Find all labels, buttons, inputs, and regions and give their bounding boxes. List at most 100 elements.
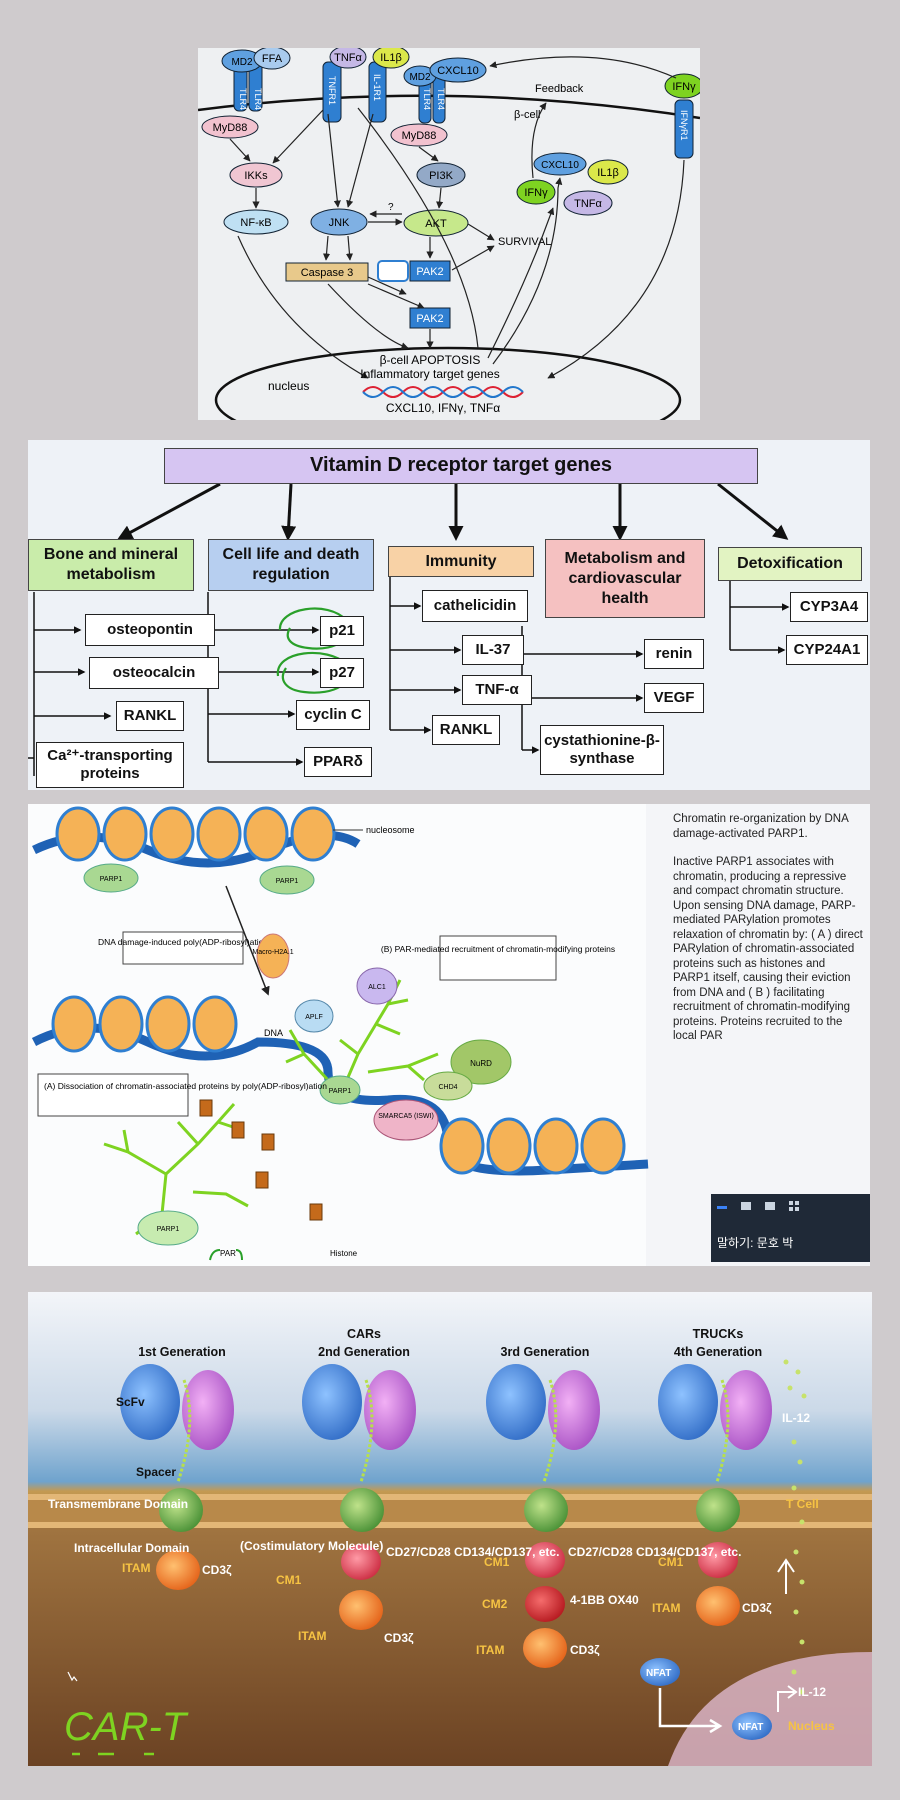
vdr-title: Vitamin D receptor target genes — [164, 448, 758, 484]
gene-rankl-immunity: RANKL — [432, 715, 500, 745]
gene-p21: p21 — [320, 616, 364, 646]
car-gen1 — [120, 1364, 234, 1590]
svg-text:TLR4: TLR4 — [422, 88, 432, 110]
a-box-label: (A) Dissociation of chromatin-associated… — [44, 1081, 327, 1091]
ffa-label: FFA — [262, 53, 283, 65]
car-gen3 — [486, 1364, 600, 1668]
cd27-gen2: CD27/CD28 CD134/CD137, etc. — [386, 1545, 559, 1559]
cxcl10-ligand: CXCL10 — [437, 65, 479, 77]
cars-group-heading: CARs — [347, 1327, 381, 1341]
dna-helix-icon — [362, 386, 524, 398]
cat-cell-life: Cell life and death regulation — [208, 539, 374, 591]
svg-text:TLR4: TLR4 — [253, 88, 263, 110]
cat-immunity: Immunity — [388, 546, 534, 577]
bb41-gen3: 4-1BB OX40 — [570, 1593, 639, 1607]
nucleosome-row-middle — [51, 995, 626, 1175]
car-gen2 — [302, 1364, 416, 1630]
cat-bone: Bone and mineral metabolism — [28, 539, 194, 591]
itam-gen4: ITAM — [652, 1601, 680, 1615]
spacer-label: Spacer — [136, 1465, 176, 1479]
tm-domain-label: Transmembrane Domain — [48, 1497, 188, 1511]
par-label: PAR — [220, 1249, 236, 1258]
md2-label: MD2 — [231, 57, 253, 68]
gene-osteopontin: osteopontin — [85, 614, 215, 646]
cat-metabolism: Metabolism and cardiovascular health — [545, 539, 705, 618]
cm1-gen2: CM1 — [276, 1573, 302, 1587]
gen2-heading: 2nd Generation — [318, 1345, 410, 1359]
beta-cell-signaling-panel: TLR4 TLR4 MD2 FFA TNFR1 TNFα IL-1R1 IL1β… — [198, 48, 700, 420]
dna-label: DNA — [264, 1028, 283, 1038]
nucleus-label: nucleus — [268, 379, 309, 393]
survival-label: SURVIVAL — [498, 236, 551, 248]
il12-secretion-dots — [783, 1359, 807, 1695]
tnfa-ligand: TNFα — [334, 52, 362, 64]
cm1-gen3: CM1 — [484, 1555, 510, 1569]
gene-cyp24a1: CYP24A1 — [786, 635, 868, 665]
speaker-label: 말하기: 문호 박 — [717, 1236, 794, 1250]
costim-label: (Costimulatory Molecule) — [240, 1539, 383, 1553]
feedback-label: Feedback — [535, 83, 584, 95]
myd88-right: MyD88 — [402, 130, 437, 142]
il12-nucleus-label: IL-12 — [798, 1685, 826, 1699]
scfv-label: ScFv — [116, 1395, 145, 1409]
beta-cell-label: β-cell — [514, 109, 541, 121]
car-t-panel: 1st Generation CARs 2nd Generation 3rd G… — [28, 1292, 872, 1766]
jnk-node: JNK — [329, 217, 350, 229]
histone-label: Histone — [330, 1249, 358, 1258]
nucleosome-label: nucleosome — [366, 825, 415, 835]
itam-gen1: ITAM — [122, 1561, 150, 1575]
il12-secreted-label: IL-12 — [782, 1411, 810, 1425]
nfat-nucleus-label: NFAT — [738, 1722, 763, 1733]
parp1-released: PARP1 — [157, 1226, 180, 1233]
vdr-target-genes-panel: Vitamin D receptor target genes Bone and… — [28, 440, 870, 790]
ikks-node: IKKs — [244, 170, 268, 182]
chd4-protein: CHD4 — [438, 1084, 457, 1091]
nucleosome-row-top — [55, 806, 336, 862]
svg-text:TNFα: TNFα — [574, 198, 602, 210]
svg-text:IFNγ: IFNγ — [524, 187, 548, 199]
gene-cyp3a4: CYP3A4 — [790, 592, 868, 622]
parp1-chromatin-panel: nucleosome PARP1 PARP1 DNA damage-induce… — [28, 804, 870, 1266]
nfat-label: NFAT — [646, 1668, 671, 1679]
svg-text:TLR4: TLR4 — [238, 88, 248, 110]
gene-vegf: VEGF — [644, 683, 704, 713]
tcell-label: T Cell — [786, 1497, 819, 1511]
cd3z-gen1: CD3ζ — [202, 1563, 232, 1577]
il1b-ligand: IL1β — [380, 52, 402, 64]
cm1-gen4: CM1 — [658, 1555, 684, 1569]
svg-text:TNFR1: TNFR1 — [327, 76, 337, 105]
gen1-heading: 1st Generation — [138, 1345, 226, 1359]
pak2-node: PAK2 — [416, 266, 443, 278]
b-box-label: (B) PAR-mediated recruitment of chromati… — [381, 944, 615, 954]
gene-tnfa: TNF-α — [462, 675, 532, 705]
gene-osteocalcin: osteocalcin — [89, 657, 219, 689]
gene-ca-transport: Ca²⁺-transporting proteins — [36, 742, 184, 788]
gene-il37: IL-37 — [462, 635, 524, 665]
cat-detox: Detoxification — [718, 547, 862, 581]
cd3z-gen3: CD3ζ — [570, 1643, 600, 1657]
nfkb-node: NF-κB — [240, 217, 271, 229]
myd88-left: MyD88 — [213, 122, 248, 134]
aplf-protein: APLF — [305, 1014, 323, 1021]
cm2-gen3: CM2 — [482, 1597, 508, 1611]
damage-box-label: DNA damage-induced poly(ADP-ribosyl)atio… — [98, 937, 268, 947]
gen3-heading: 3rd Generation — [501, 1345, 590, 1359]
svg-text:IL1β: IL1β — [597, 167, 619, 179]
svg-text:CAR-T: CAR-T — [64, 1705, 189, 1749]
macroh2a-protein: Macro-H2A.1 — [252, 949, 293, 956]
svg-text:IL-1R1: IL-1R1 — [372, 74, 382, 101]
gene-renin: renin — [644, 639, 704, 669]
pak2-cleaved-node: PAK2 — [416, 313, 443, 325]
svg-text:PARP1: PARP1 — [100, 876, 123, 883]
svg-text:IFNγR1: IFNγR1 — [679, 110, 689, 141]
speaker-bar[interactable]: 말하기: 문호 박 — [711, 1194, 870, 1262]
inflam-genes-label: Inflammatory target genes — [360, 367, 499, 381]
smarca5-protein: SMARCA5 (ISWI) — [378, 1113, 434, 1120]
gen4-heading: 4th Generation — [674, 1345, 762, 1359]
gene-ppard: PPARδ — [304, 747, 372, 777]
pi3k-node: PI3K — [429, 170, 454, 182]
svg-text:?: ? — [388, 202, 394, 213]
gene-cyclin-c: cyclin C — [296, 700, 370, 730]
gene-rankl-bone: RANKL — [116, 701, 184, 731]
trucks-group-heading: TRUCKs — [693, 1327, 744, 1341]
